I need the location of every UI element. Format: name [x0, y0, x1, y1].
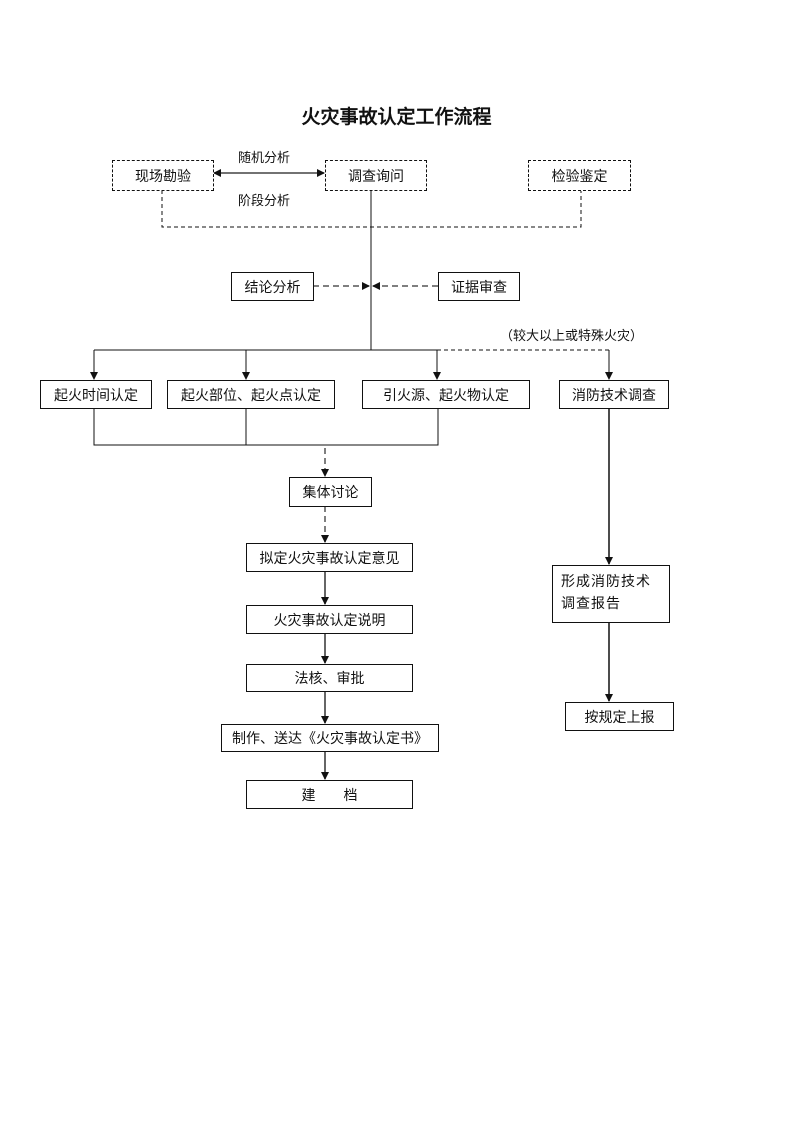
inspection-appraisal-label: 检验鉴定: [551, 168, 608, 185]
ignition-source-label: 引火源、起火物认定: [383, 387, 509, 404]
legal-review-label: 法核、审批: [294, 671, 365, 687]
explanation-box: 火灾事故认定说明: [246, 605, 413, 634]
evidence-review-label: 证据审查: [451, 279, 507, 296]
archive-label: 建 档: [301, 787, 358, 804]
technical-report-box: 形成消防技术调查报告: [552, 565, 670, 623]
technical-investigation-label: 消防技术调查: [572, 387, 656, 404]
fire-time-label: 起火时间认定: [54, 387, 138, 404]
site-inspection-box: 现场勘验: [112, 160, 214, 191]
archive-box: 建 档: [246, 780, 413, 809]
random-analysis-label: 随机分析: [238, 151, 291, 166]
issue-document-box: 制作、送达《火灾事故认定书》: [221, 724, 439, 752]
fire-location-label: 起火部位、起火点认定: [181, 387, 321, 404]
investigation-inquiry-box: 调查询问: [325, 160, 427, 191]
fire-time-box: 起火时间认定: [40, 380, 152, 409]
collective-discussion-label: 集体讨论: [302, 485, 359, 501]
report-upward-label: 按规定上报: [584, 709, 655, 726]
conclusion-analysis-box: 结论分析: [231, 272, 314, 301]
technical-report-label: 形成消防技术调查报告: [561, 574, 651, 612]
ignition-source-box: 引火源、起火物认定: [362, 380, 530, 409]
page-title: 火灾事故认定工作流程: [301, 106, 492, 128]
issue-document-label: 制作、送达《火灾事故认定书》: [232, 731, 428, 747]
legal-review-box: 法核、审批: [246, 664, 413, 692]
evidence-review-box: 证据审查: [438, 272, 520, 301]
inspection-appraisal-box: 检验鉴定: [528, 160, 631, 191]
site-inspection-label: 现场勘验: [135, 168, 191, 185]
explanation-label: 火灾事故认定说明: [273, 612, 386, 629]
investigation-inquiry-label: 调查询问: [348, 168, 404, 185]
fire-location-box: 起火部位、起火点认定: [167, 380, 335, 409]
draft-opinion-box: 拟定火灾事故认定意见: [246, 543, 413, 572]
conclusion-analysis-label: 结论分析: [244, 279, 301, 296]
merge-lines: [93, 408, 439, 446]
draft-opinion-label: 拟定火灾事故认定意见: [259, 550, 400, 567]
report-upward-box: 按规定上报: [565, 702, 674, 731]
collective-discussion-box: 集体讨论: [289, 477, 372, 507]
major-fire-annotation: （较大以上或特殊火灾）: [500, 329, 644, 344]
technical-investigation-box: 消防技术调查: [559, 380, 669, 409]
stage-analysis-label: 阶段分析: [238, 194, 291, 209]
